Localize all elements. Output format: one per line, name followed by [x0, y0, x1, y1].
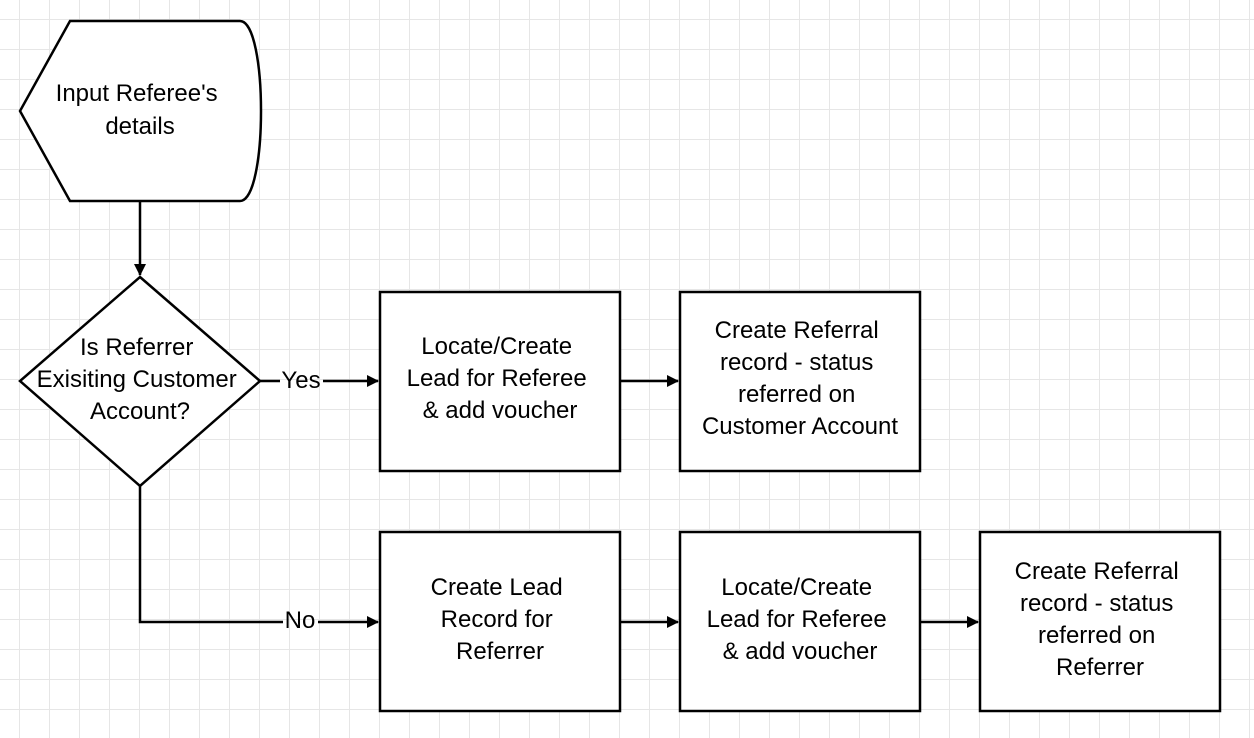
- node-text-line: & add voucher: [723, 638, 878, 665]
- edge-label-yes: Yes: [281, 367, 320, 394]
- node-no-locate-create-lead[interactable]: Locate/Create Lead for Referee & add vou…: [678, 530, 922, 713]
- node-text-line: Referrer: [1056, 654, 1144, 681]
- svg-text:Create Lead Record for: Create Lead Record for Referrer: [431, 574, 570, 665]
- node-text-line: & add voucher: [423, 397, 578, 424]
- node-text-line: record - status: [720, 349, 873, 376]
- node-text-line: referred on: [738, 381, 855, 408]
- node-text-line: Lead for Referee: [407, 365, 587, 392]
- node-yes-create-referral-record[interactable]: Create Referral record - status referred…: [678, 290, 922, 473]
- node-text-line: record - status: [1020, 590, 1173, 617]
- node-text-line: Locate/Create: [721, 574, 872, 601]
- node-no-create-lead-record[interactable]: Create Lead Record for Referrer: [378, 530, 622, 713]
- node-text-line: Is Referrer: [80, 334, 193, 361]
- node-text-line: referred on: [1038, 622, 1155, 649]
- node-yes-locate-create-lead[interactable]: Locate/Create Lead for Referee & add vou…: [378, 290, 622, 473]
- node-text-line: Referrer: [456, 638, 544, 665]
- node-text-line: Create Lead: [431, 574, 563, 601]
- svg-text:Input Referee's details: Input Referee's details: [56, 80, 225, 140]
- decision-text: Is Referrer Exisiting Customer Account?: [37, 334, 244, 425]
- node-text-line: Account?: [90, 398, 190, 425]
- svg-text:Create Referral record -: Create Referral record - status referred…: [702, 317, 898, 440]
- node-text-line: Customer Account: [702, 413, 898, 440]
- svg-text:Create Referral record -: Create Referral record - status referred…: [1015, 558, 1186, 681]
- svg-text:Locate/Create Lead for R: Locate/Create Lead for Referee & add vou…: [707, 574, 894, 665]
- edge-label-no: No: [285, 607, 316, 634]
- node-text-line: Create Referral: [715, 317, 879, 344]
- node-text-line: Create Referral: [1015, 558, 1179, 585]
- node-text-line: details: [105, 113, 174, 140]
- node-text-line: Record for: [441, 606, 553, 633]
- node-no-create-referral-record[interactable]: Create Referral record - status referred…: [978, 530, 1222, 713]
- node-input-referee-details[interactable]: Input Referee's details: [18, 19, 263, 203]
- node-text-line: Input Referee's: [56, 80, 218, 107]
- svg-text:Locate/Create Lead for R: Locate/Create Lead for Referee & add vou…: [407, 333, 594, 424]
- node-text-line: Locate/Create: [421, 333, 572, 360]
- connector-no-segment-a: [138, 486, 283, 624]
- node-text-line: Lead for Referee: [707, 606, 887, 633]
- node-text-line: Exisiting Customer: [37, 366, 237, 393]
